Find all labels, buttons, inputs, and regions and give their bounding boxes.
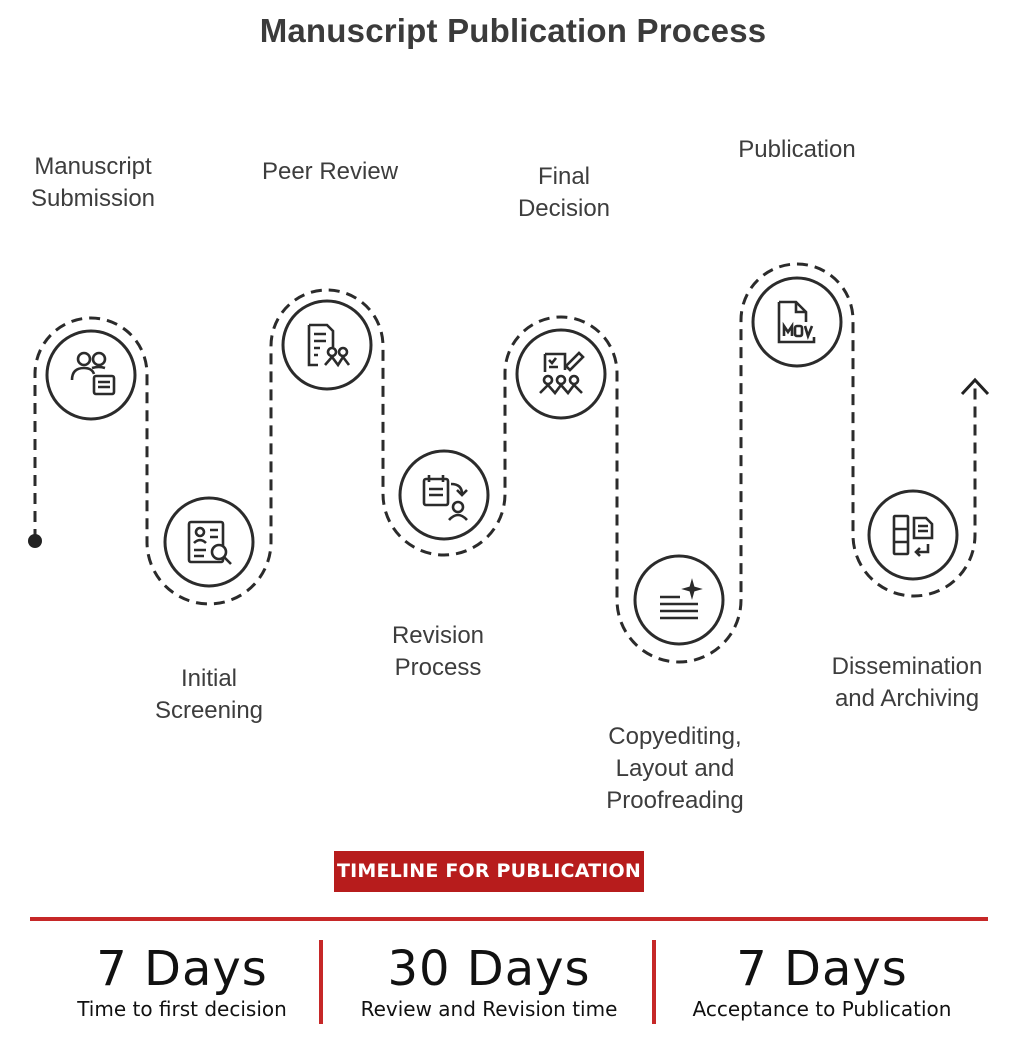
stat-divider	[319, 940, 323, 1024]
step-label-dissemination: Dissemination and Archiving	[831, 653, 983, 712]
step-label-initial-screening: Initial Screening	[154, 665, 264, 724]
step-circle-dissemination	[867, 489, 959, 581]
page-title: Manuscript Publication Process	[259, 12, 767, 49]
process-diagram	[28, 262, 990, 664]
step-circle-copyediting	[633, 554, 725, 646]
step-circle-manuscript-submission	[45, 329, 137, 421]
step-label-copyediting: Copyediting, Layout and Proofreading	[606, 723, 744, 814]
step-label-manuscript-submission: Manuscript Submission	[30, 153, 156, 212]
document-search-icon	[187, 520, 232, 565]
stat-review-revision: 30 Days Review and Revision time	[329, 938, 649, 1022]
stat-description: Review and Revision time	[360, 997, 618, 1021]
start-dot	[28, 534, 42, 548]
stat-description: Time to first decision	[77, 997, 287, 1021]
timeline-divider-line	[30, 917, 988, 921]
end-arrow-icon	[960, 377, 990, 396]
step-circle-revision-process	[398, 449, 490, 541]
archive-return-icon	[892, 514, 934, 557]
timeline-heading: TIMELINE FOR PUBLICATION	[334, 851, 644, 892]
step-circle-initial-screening	[163, 496, 255, 588]
stat-first-decision: 7 Days Time to first decision	[22, 938, 342, 1022]
document-reviewers-icon	[307, 323, 351, 368]
step-circle-peer-review	[281, 299, 373, 391]
step-label-publication: Publication	[738, 136, 856, 163]
step-label-revision-process: Revision Process	[391, 622, 485, 681]
revision-cycle-icon	[422, 475, 468, 521]
stat-value: 30 Days	[387, 941, 591, 997]
step-circle-publication	[751, 276, 843, 368]
text-sparkle-icon	[660, 578, 703, 620]
mov-file-icon	[777, 300, 816, 344]
stat-description: Acceptance to Publication	[692, 997, 952, 1021]
stat-value: 7 Days	[96, 941, 268, 997]
checklist-committee-icon	[539, 351, 585, 396]
step-label-final-decision: Final Decision	[517, 163, 611, 222]
step-circle-final-decision	[515, 328, 607, 420]
team-document-icon	[70, 351, 116, 396]
stat-divider	[652, 940, 656, 1024]
stat-value: 7 Days	[736, 941, 908, 997]
step-label-peer-review: Peer Review	[261, 158, 399, 185]
stat-acceptance-publication: 7 Days Acceptance to Publication	[662, 938, 982, 1022]
